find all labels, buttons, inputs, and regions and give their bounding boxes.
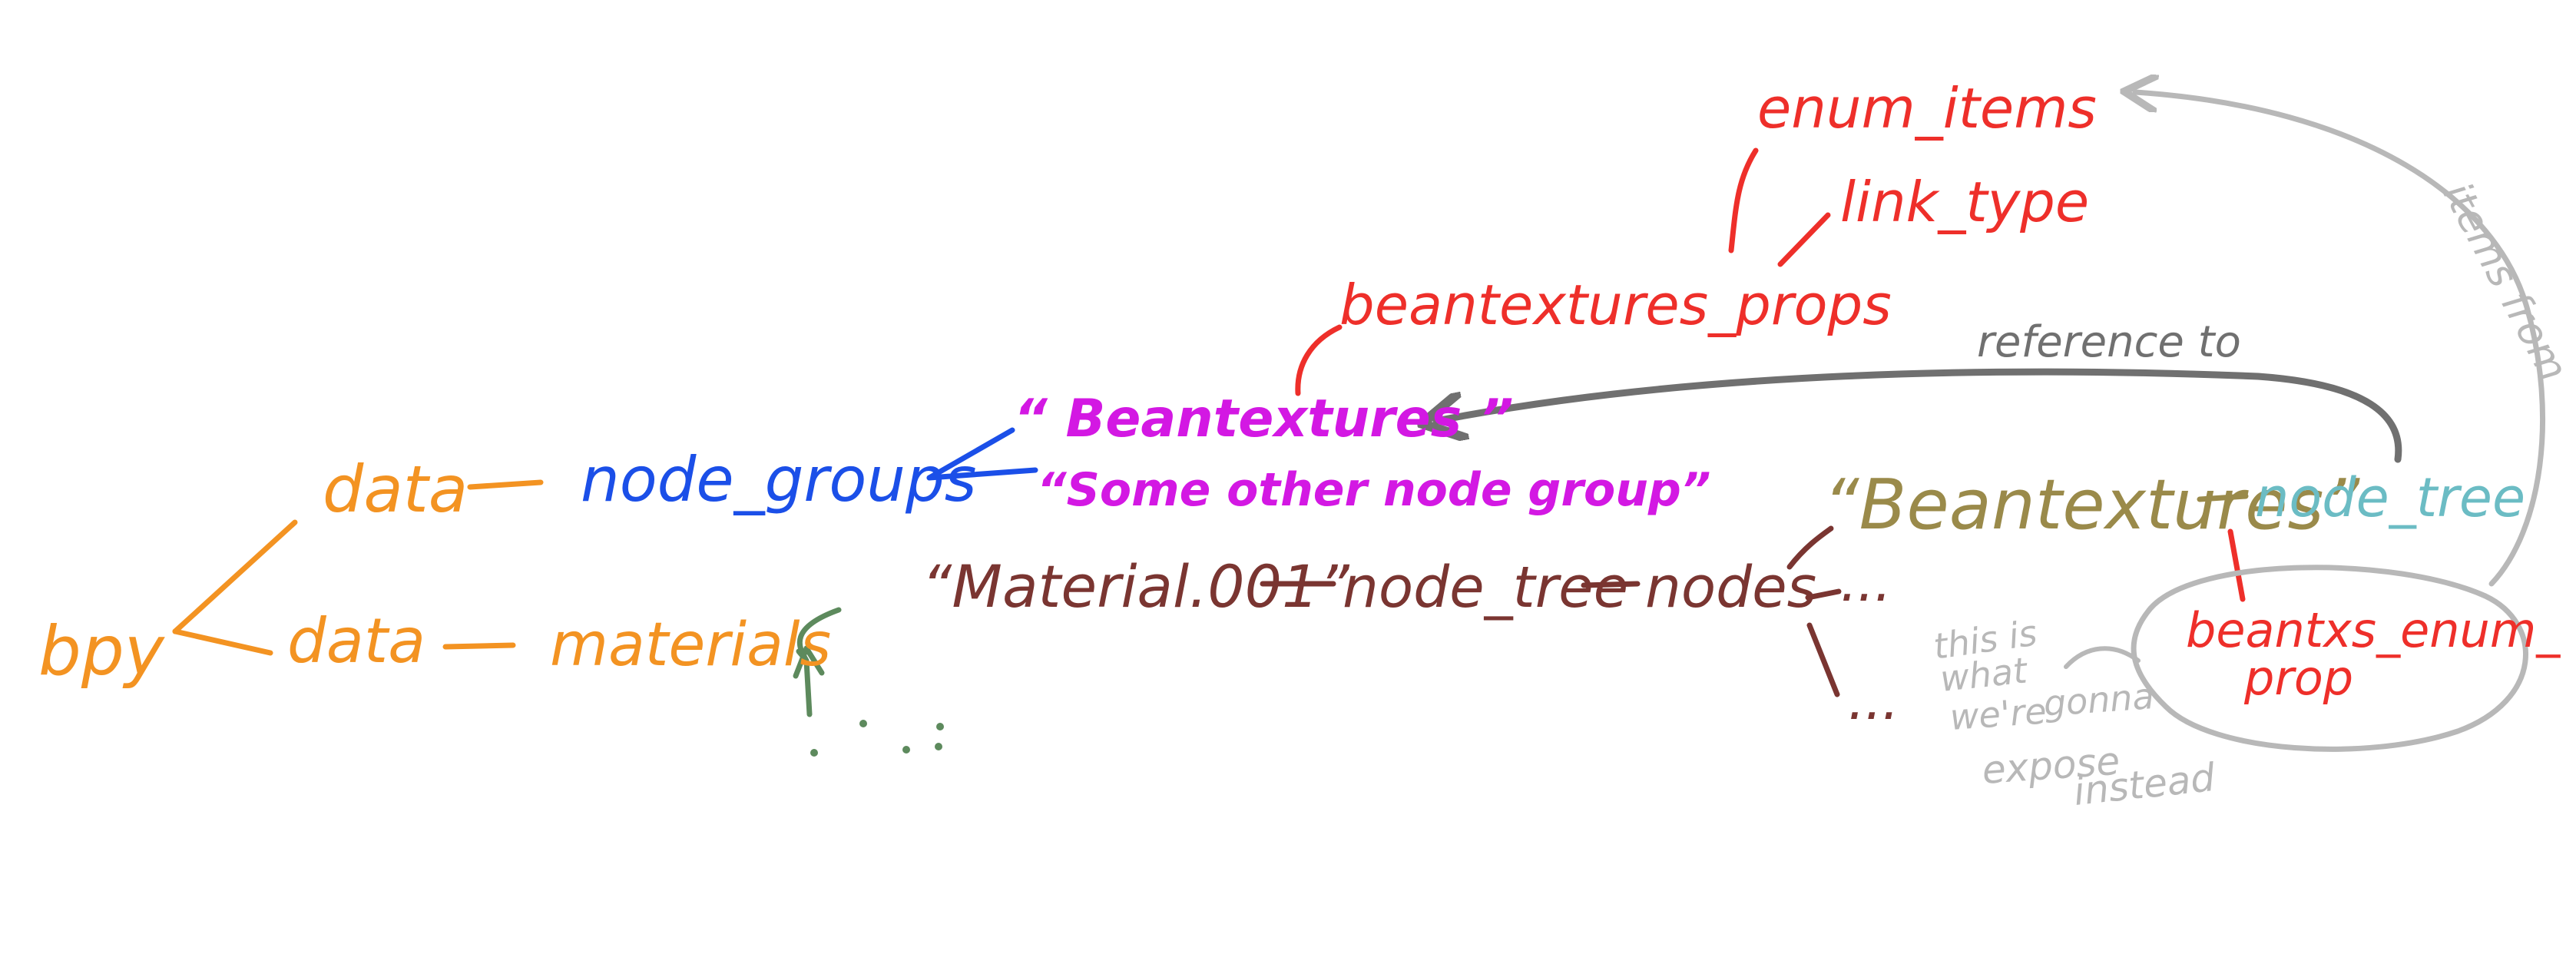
link-type-to-props-line <box>1777 212 1831 267</box>
reference-to-label: reference to <box>1977 317 2241 367</box>
materials-arrowhead <box>793 645 825 679</box>
node-groups-label: node_groups <box>581 444 976 515</box>
reference-to-arrow <box>1436 368 2402 463</box>
enum-items-to-props-line <box>1728 147 1759 253</box>
enum-prop-label-line2: prop <box>2243 650 2353 706</box>
beantextures-node-tree-dash <box>2197 493 2249 502</box>
material-001-label: “Material.001” <box>922 552 1349 621</box>
node-tree-right-label: node_tree <box>2255 466 2525 529</box>
props-to-group-line <box>1295 324 1343 396</box>
beantextures-node-label: “Beantextures” <box>1823 465 2360 545</box>
data-materials-dash <box>442 642 516 650</box>
materials-more-dots <box>810 720 944 757</box>
note-line-2: what <box>1939 649 2031 700</box>
ellipsis-b-label: ... <box>1848 669 1899 732</box>
nodes-to-ellipsis-b-line <box>1806 622 1840 697</box>
note-line-3: we're <box>1949 690 2048 738</box>
beantextures-to-enum-prop-line <box>2227 528 2246 602</box>
beantextures-props-label: beantextures_props <box>1339 273 1892 337</box>
bpy-to-data-bottom-line <box>172 628 273 656</box>
data-bottom-label: data <box>287 605 425 677</box>
note-to-ellipse-line <box>2064 646 2141 669</box>
bpy-to-data-top-line <box>172 519 298 634</box>
data-node-groups-dash <box>467 479 544 490</box>
data-top-label: data <box>323 452 468 527</box>
enum-prop-label-line1: beantxs_enum_ <box>2186 602 2561 658</box>
bpy-label: bpy <box>38 611 166 691</box>
node-groups-fork-lower <box>926 467 1038 481</box>
link-type-label: link_type <box>1840 170 2089 234</box>
note-line-5: expose <box>1981 739 2121 793</box>
nodes-to-beantextures-line <box>1786 525 1834 570</box>
node-tree-nodes-dash <box>1581 581 1641 588</box>
node-groups-fork-upper <box>926 427 1015 481</box>
other-group-label: “Some other node group” <box>1037 463 1711 517</box>
nodes-to-ellipsis-a-line <box>1805 588 1842 601</box>
note-line-4: gonna <box>2042 675 2155 724</box>
items-from-label: items from <box>2434 175 2576 389</box>
enum-items-label: enum_items <box>1757 76 2097 141</box>
node-tree-mid-label: node_tree <box>1343 555 1628 621</box>
items-from-arrow <box>2135 92 2546 587</box>
ellipsis-a-label: ... <box>1840 551 1892 614</box>
nodes-label: nodes <box>1645 555 1816 621</box>
materials-label: materials <box>550 611 831 680</box>
enum-prop-highlight-ellipse <box>2131 565 2528 752</box>
beantextures-group-label: “ Beantextures ” <box>1014 389 1514 449</box>
